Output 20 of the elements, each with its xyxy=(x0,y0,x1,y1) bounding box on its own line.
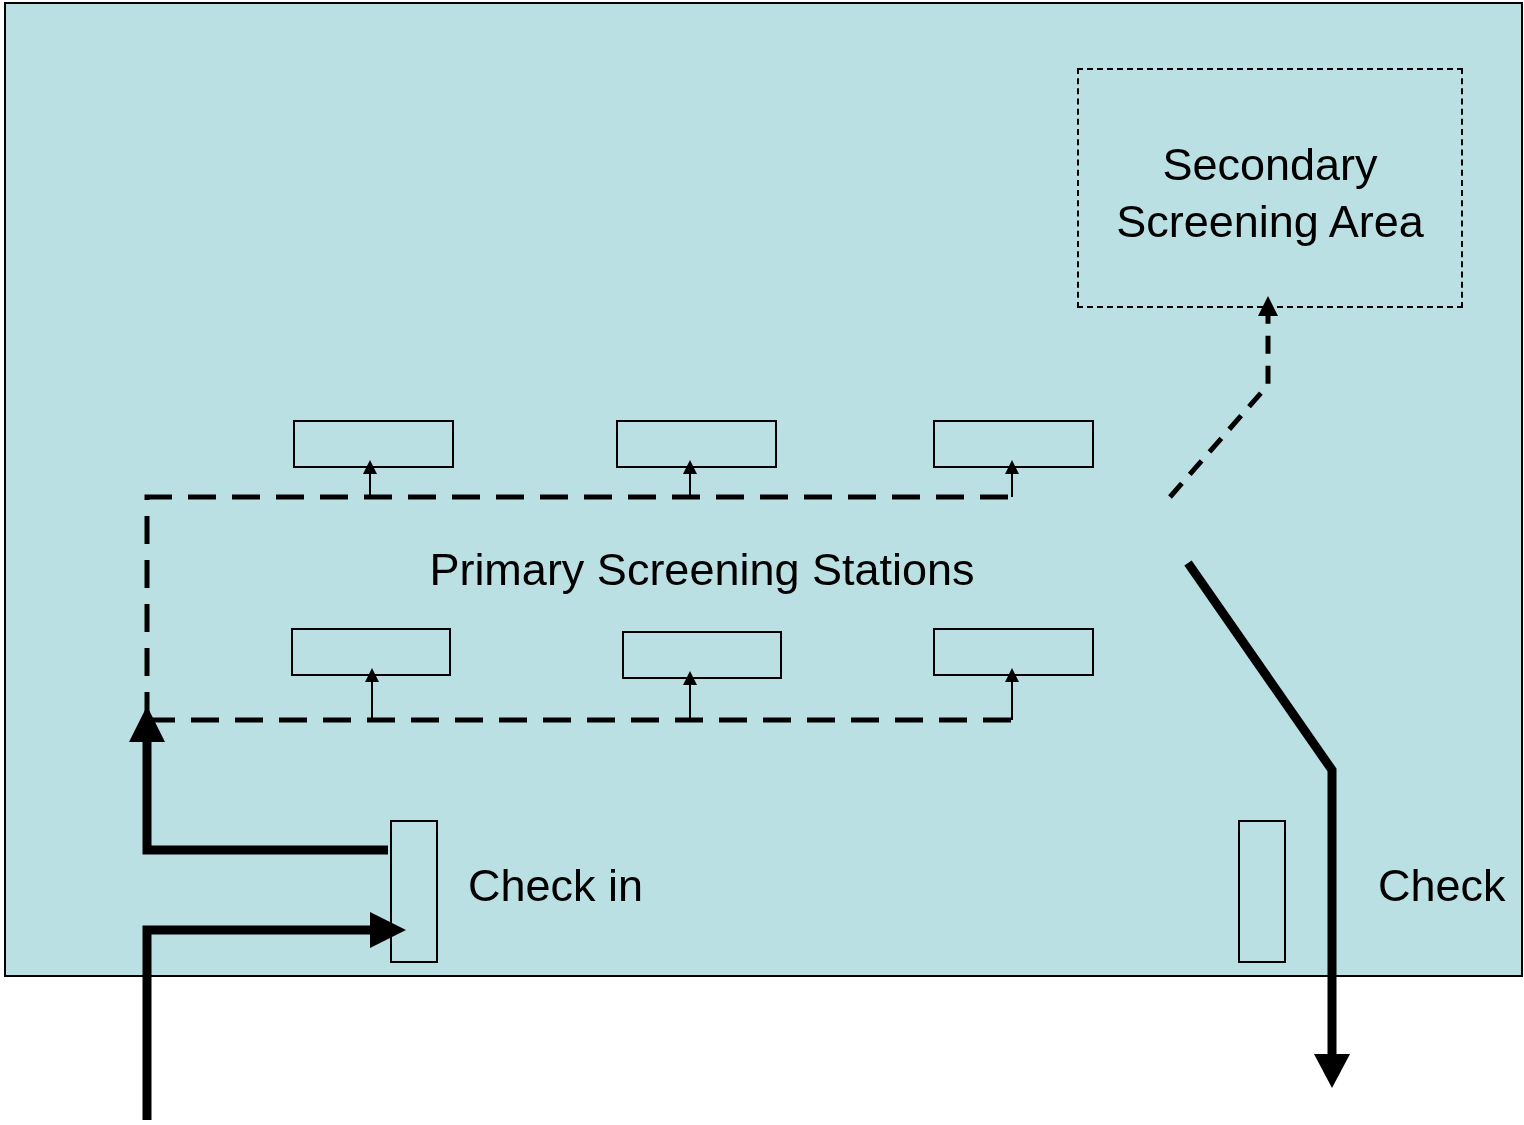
flow-arrow xyxy=(1168,296,1278,499)
flow-arrow xyxy=(683,460,697,498)
flow-arrow xyxy=(142,912,406,1120)
screening-station xyxy=(933,628,1094,676)
secondary-area xyxy=(1077,68,1463,308)
area-label: Primary Screening Stations xyxy=(382,540,1022,600)
flow-arrow xyxy=(1005,460,1019,498)
flow-arrow xyxy=(683,671,697,721)
flow-arrow xyxy=(365,668,379,721)
flow-arrow xyxy=(1005,668,1019,721)
floor-area xyxy=(4,2,1523,977)
flow-arrow xyxy=(363,460,377,498)
area-label: Secondary Screening Area xyxy=(1115,138,1425,249)
screening-station xyxy=(293,420,454,468)
screening-station xyxy=(291,628,451,676)
screening-station xyxy=(622,631,782,679)
desk-label: Check in xyxy=(468,859,644,913)
screening-station xyxy=(933,420,1094,468)
screening-station xyxy=(616,420,777,468)
desk-label: Check xyxy=(1378,859,1506,913)
